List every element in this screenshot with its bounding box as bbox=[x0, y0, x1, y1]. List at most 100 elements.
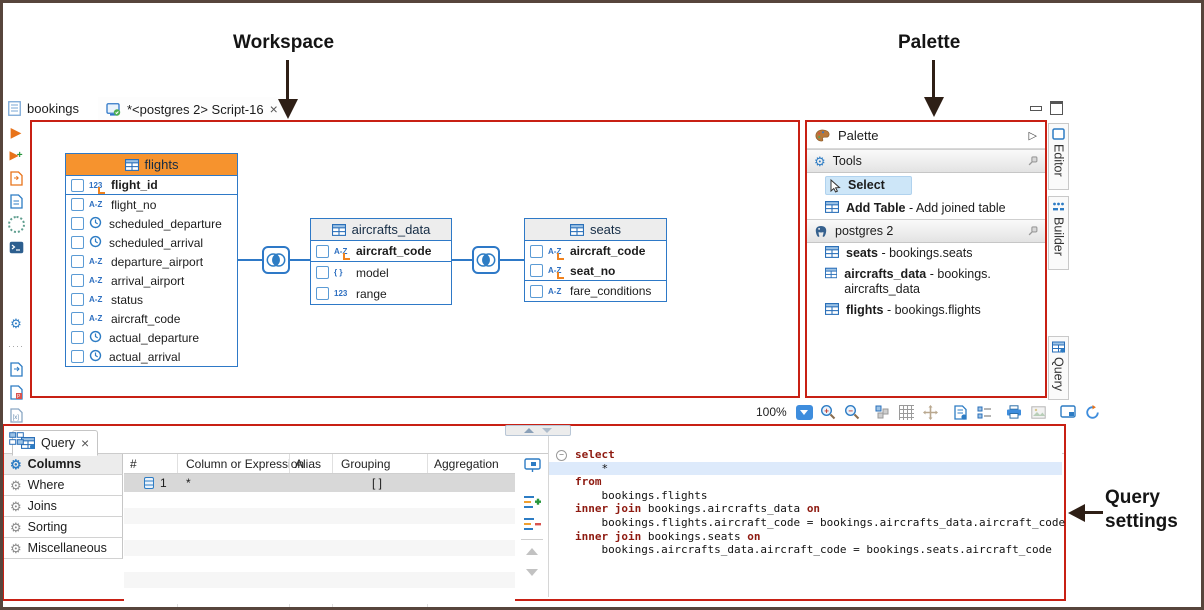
minimize-icon[interactable] bbox=[1030, 106, 1042, 111]
execute-script-icon[interactable] bbox=[7, 170, 25, 186]
column-checkbox[interactable] bbox=[71, 178, 84, 192]
column-checkbox[interactable] bbox=[71, 331, 84, 344]
column-checkbox[interactable] bbox=[71, 274, 84, 287]
row-expression[interactable]: * bbox=[186, 476, 191, 490]
settings-gear-icon[interactable]: ⚙ bbox=[7, 315, 25, 331]
join-badge[interactable] bbox=[262, 246, 290, 274]
column-row[interactable]: A-Z arrival_airport bbox=[66, 271, 237, 290]
grid-row-selected[interactable]: 1 * [ ] bbox=[124, 474, 515, 492]
palette-section-header[interactable]: postgres 2 bbox=[807, 219, 1045, 243]
move-down-icon[interactable] bbox=[526, 569, 538, 576]
zoom-dropdown-button[interactable] bbox=[795, 404, 813, 420]
column-checkbox[interactable] bbox=[71, 350, 84, 363]
code-fold-icon[interactable]: − bbox=[556, 450, 567, 461]
export-result-icon[interactable] bbox=[9, 361, 23, 377]
column-row[interactable]: A-Z aircraft_code bbox=[311, 241, 451, 262]
query-nav-joins[interactable]: ⚙Joins bbox=[4, 496, 123, 517]
ai-assistant-icon[interactable] bbox=[7, 215, 25, 233]
move-up-icon[interactable] bbox=[526, 548, 538, 555]
grid-header-1[interactable]: Column or Expression bbox=[186, 457, 305, 471]
palette-item-aircrafts_data[interactable]: aircrafts_data - bookings.​aircrafts_dat… bbox=[807, 264, 1045, 300]
grid-header-3[interactable]: Grouping bbox=[341, 457, 391, 471]
print-icon[interactable] bbox=[1006, 404, 1023, 420]
palette-item-seats[interactable]: seats - bookings.​seats bbox=[807, 243, 1045, 264]
er-diagram-icon[interactable] bbox=[7, 430, 25, 446]
open-template-icon[interactable]: [x] bbox=[9, 407, 23, 423]
overflow-dots-icon[interactable]: ···· bbox=[8, 341, 24, 351]
column-checkbox[interactable] bbox=[71, 293, 84, 306]
add-row-icon[interactable] bbox=[523, 495, 541, 509]
column-row[interactable]: A-Z status bbox=[66, 290, 237, 309]
show-notes-icon[interactable] bbox=[954, 404, 967, 420]
save-report-icon[interactable]: P bbox=[9, 384, 23, 400]
query-nav-miscellaneous[interactable]: ⚙Miscellaneous bbox=[4, 538, 123, 559]
query-nav-where[interactable]: ⚙Where bbox=[4, 475, 123, 496]
sql-console-icon[interactable] bbox=[7, 239, 25, 255]
column-checkbox[interactable] bbox=[71, 312, 84, 325]
tab-editor[interactable]: Editor bbox=[1048, 123, 1069, 190]
column-row[interactable]: A-Z seat_no bbox=[525, 261, 666, 281]
auto-layout-icon[interactable] bbox=[874, 404, 891, 420]
row-grouping[interactable]: [ ] bbox=[372, 476, 383, 490]
column-row[interactable]: A-Z flight_no bbox=[66, 195, 237, 214]
execute-icon[interactable]: ▶ bbox=[10, 123, 22, 140]
column-row[interactable]: actual_departure bbox=[66, 328, 237, 347]
script-tab[interactable]: *<postgres 2> Script-16 × bbox=[98, 97, 286, 124]
er-table-aircrafts_data[interactable]: aircrafts_data A-Z aircraft_code { } mod… bbox=[310, 218, 452, 305]
diagram-settings-icon[interactable] bbox=[976, 404, 993, 420]
close-icon[interactable]: × bbox=[269, 101, 278, 117]
refresh-icon[interactable] bbox=[1084, 404, 1101, 420]
explain-plan-icon[interactable] bbox=[9, 193, 23, 209]
column-row[interactable]: 123 flight_id bbox=[66, 176, 237, 195]
column-row[interactable]: { } model bbox=[311, 262, 451, 283]
column-checkbox[interactable] bbox=[530, 284, 543, 298]
collapse-arrow-icon[interactable]: ▷ bbox=[1028, 129, 1037, 142]
tab-query[interactable]: Query bbox=[1048, 336, 1069, 400]
er-table-flights[interactable]: flights 123 flight_id A-Z flight_no sche… bbox=[65, 153, 238, 367]
close-icon[interactable]: × bbox=[81, 435, 90, 451]
grid-header-0[interactable]: # bbox=[130, 457, 137, 471]
palette-item-select[interactable]: Select bbox=[807, 173, 1045, 198]
execute-new-tab-icon[interactable]: ▶+ bbox=[9, 148, 23, 162]
palette-header[interactable]: Palette ▷ bbox=[807, 122, 1045, 149]
grid-header-2[interactable]: Alias bbox=[295, 457, 322, 471]
join-badge[interactable] bbox=[472, 246, 500, 274]
open-template-icon[interactable]: [x] bbox=[7, 407, 25, 423]
column-checkbox[interactable] bbox=[71, 198, 84, 211]
column-row[interactable]: A-Z aircraft_code bbox=[66, 309, 237, 328]
column-row[interactable]: A-Z departure_airport bbox=[66, 252, 237, 271]
save-image-icon[interactable] bbox=[1030, 404, 1047, 420]
er-table-seats[interactable]: seats A-Z aircraft_code A-Z seat_no A-Z … bbox=[524, 218, 667, 302]
column-checkbox[interactable] bbox=[530, 244, 543, 258]
column-checkbox[interactable] bbox=[71, 255, 84, 268]
toggle-grid-icon[interactable] bbox=[898, 404, 915, 420]
export-result-icon[interactable] bbox=[7, 361, 25, 377]
tab-builder[interactable]: Builder bbox=[1048, 196, 1069, 270]
column-checkbox[interactable] bbox=[316, 266, 329, 279]
er-diagram-canvas[interactable]: flights 123 flight_id A-Z flight_no sche… bbox=[32, 122, 798, 396]
column-checkbox[interactable] bbox=[530, 264, 543, 277]
column-row[interactable]: scheduled_departure bbox=[66, 214, 237, 233]
show-notes-icon[interactable] bbox=[952, 404, 969, 420]
column-checkbox[interactable] bbox=[71, 217, 84, 230]
fit-window-icon[interactable] bbox=[922, 404, 939, 420]
query-tab[interactable]: Query × bbox=[12, 430, 99, 456]
palette-item-add-table[interactable]: Add Table - Add joined table bbox=[807, 198, 1045, 219]
column-row[interactable]: actual_arrival bbox=[66, 347, 237, 366]
column-row[interactable]: 123 range bbox=[311, 283, 451, 304]
query-nav-sorting[interactable]: ⚙Sorting bbox=[4, 517, 123, 538]
er-table-header[interactable]: flights bbox=[66, 154, 237, 176]
column-checkbox[interactable] bbox=[316, 287, 329, 300]
palette-section-header[interactable]: ⚙Tools bbox=[807, 149, 1045, 173]
zoom-in-icon[interactable]: + bbox=[820, 404, 837, 420]
panel-resize-handle[interactable] bbox=[505, 425, 571, 436]
maximize-icon[interactable] bbox=[1050, 101, 1063, 115]
panel-config-icon[interactable] bbox=[1060, 404, 1077, 420]
palette-item-flights[interactable]: flights - bookings.​flights bbox=[807, 300, 1045, 321]
query-nav-columns[interactable]: ⚙Columns bbox=[4, 454, 123, 475]
remove-row-icon[interactable] bbox=[523, 517, 541, 531]
explain-plan-icon[interactable] bbox=[7, 193, 25, 209]
save-report-icon[interactable]: P bbox=[7, 384, 25, 400]
column-row[interactable]: A-Z fare_conditions bbox=[525, 281, 666, 301]
